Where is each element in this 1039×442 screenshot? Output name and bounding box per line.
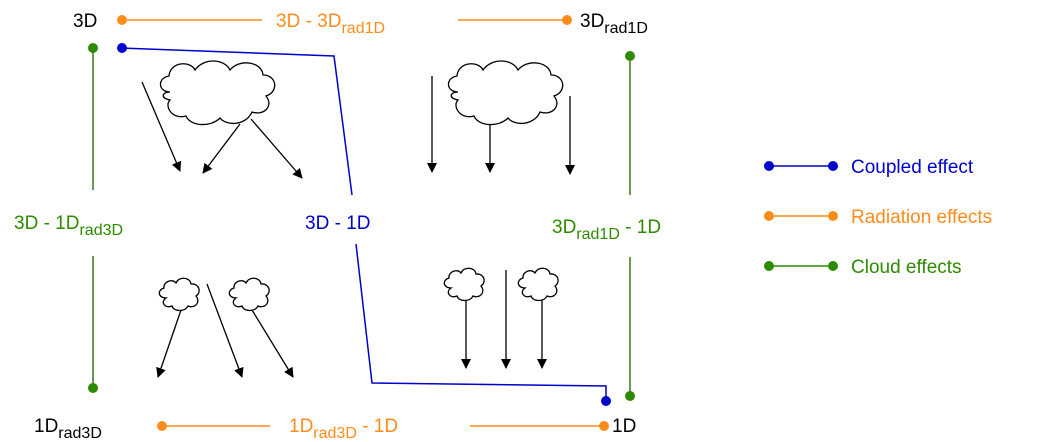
corner-label-3d-rad1d: 3Drad1D [580,11,648,37]
quadrant-3d-rad1d-illustration [427,60,575,175]
legend-item-cloud: Cloud effects [764,257,962,278]
edge-endpoint [625,51,635,61]
corner-label-3d: 3D [73,11,97,32]
edge-endpoint [599,421,609,431]
legend: Coupled effect Radiation effects Cloud e… [764,157,992,278]
legend-label-coupled: Coupled effect [851,157,974,178]
edge-endpoint [117,15,127,25]
edge-endpoint [88,43,98,53]
quadrant-1d-rad3d-illustration [156,277,294,378]
ray-arrow [202,123,241,174]
legend-label-cloud: Cloud effects [851,257,962,278]
legend-item-radiation: Radiation effects [764,207,992,228]
edge-endpoint [562,15,572,25]
edge-endpoint [625,391,635,401]
quadrant-3d-illustration [141,60,303,179]
radiation-edge-top: 3D - 3Drad1D [117,11,572,37]
ray-arrow [141,81,182,172]
edge-endpoint [601,396,611,406]
cloud-icon [228,277,270,312]
cloud-icon [447,60,564,126]
radiation-label-top: 3D - 3Drad1D [276,11,385,37]
edge-endpoint [88,383,98,393]
quadrant-1d-illustration [443,267,559,369]
radiation-label-bottom: 1Drad3D - 1D [289,416,398,442]
cloud-label-right: 3Drad1D - 1D [552,217,661,243]
ray-arrow [250,118,303,179]
ray-arrow [251,309,294,378]
cloud-icon [517,267,559,302]
radiation-edge-bottom: 1Drad3D - 1D [157,416,609,442]
edge-endpoint [117,43,127,53]
ray-arrow [206,283,244,378]
cloud-icon [159,60,276,126]
cloud-label-left: 3D - 1Drad3D [14,213,123,239]
cloud-icon [158,277,200,312]
ray-arrow [156,309,182,378]
cloud-edge-left: 3D - 1Drad3D [14,43,123,393]
coupled-edge-diagonal: 3D - 1D [117,43,611,406]
coupled-label: 3D - 1D [305,213,370,234]
corner-label-1d-rad3d: 1Drad3D [34,416,102,442]
corner-label-1d: 1D [612,416,636,437]
legend-label-radiation: Radiation effects [851,207,992,228]
edge-endpoint [157,421,167,431]
cloud-edge-right: 3Drad1D - 1D [552,51,661,401]
legend-item-coupled: Coupled effect [764,157,974,178]
cloud-icon [443,267,485,302]
